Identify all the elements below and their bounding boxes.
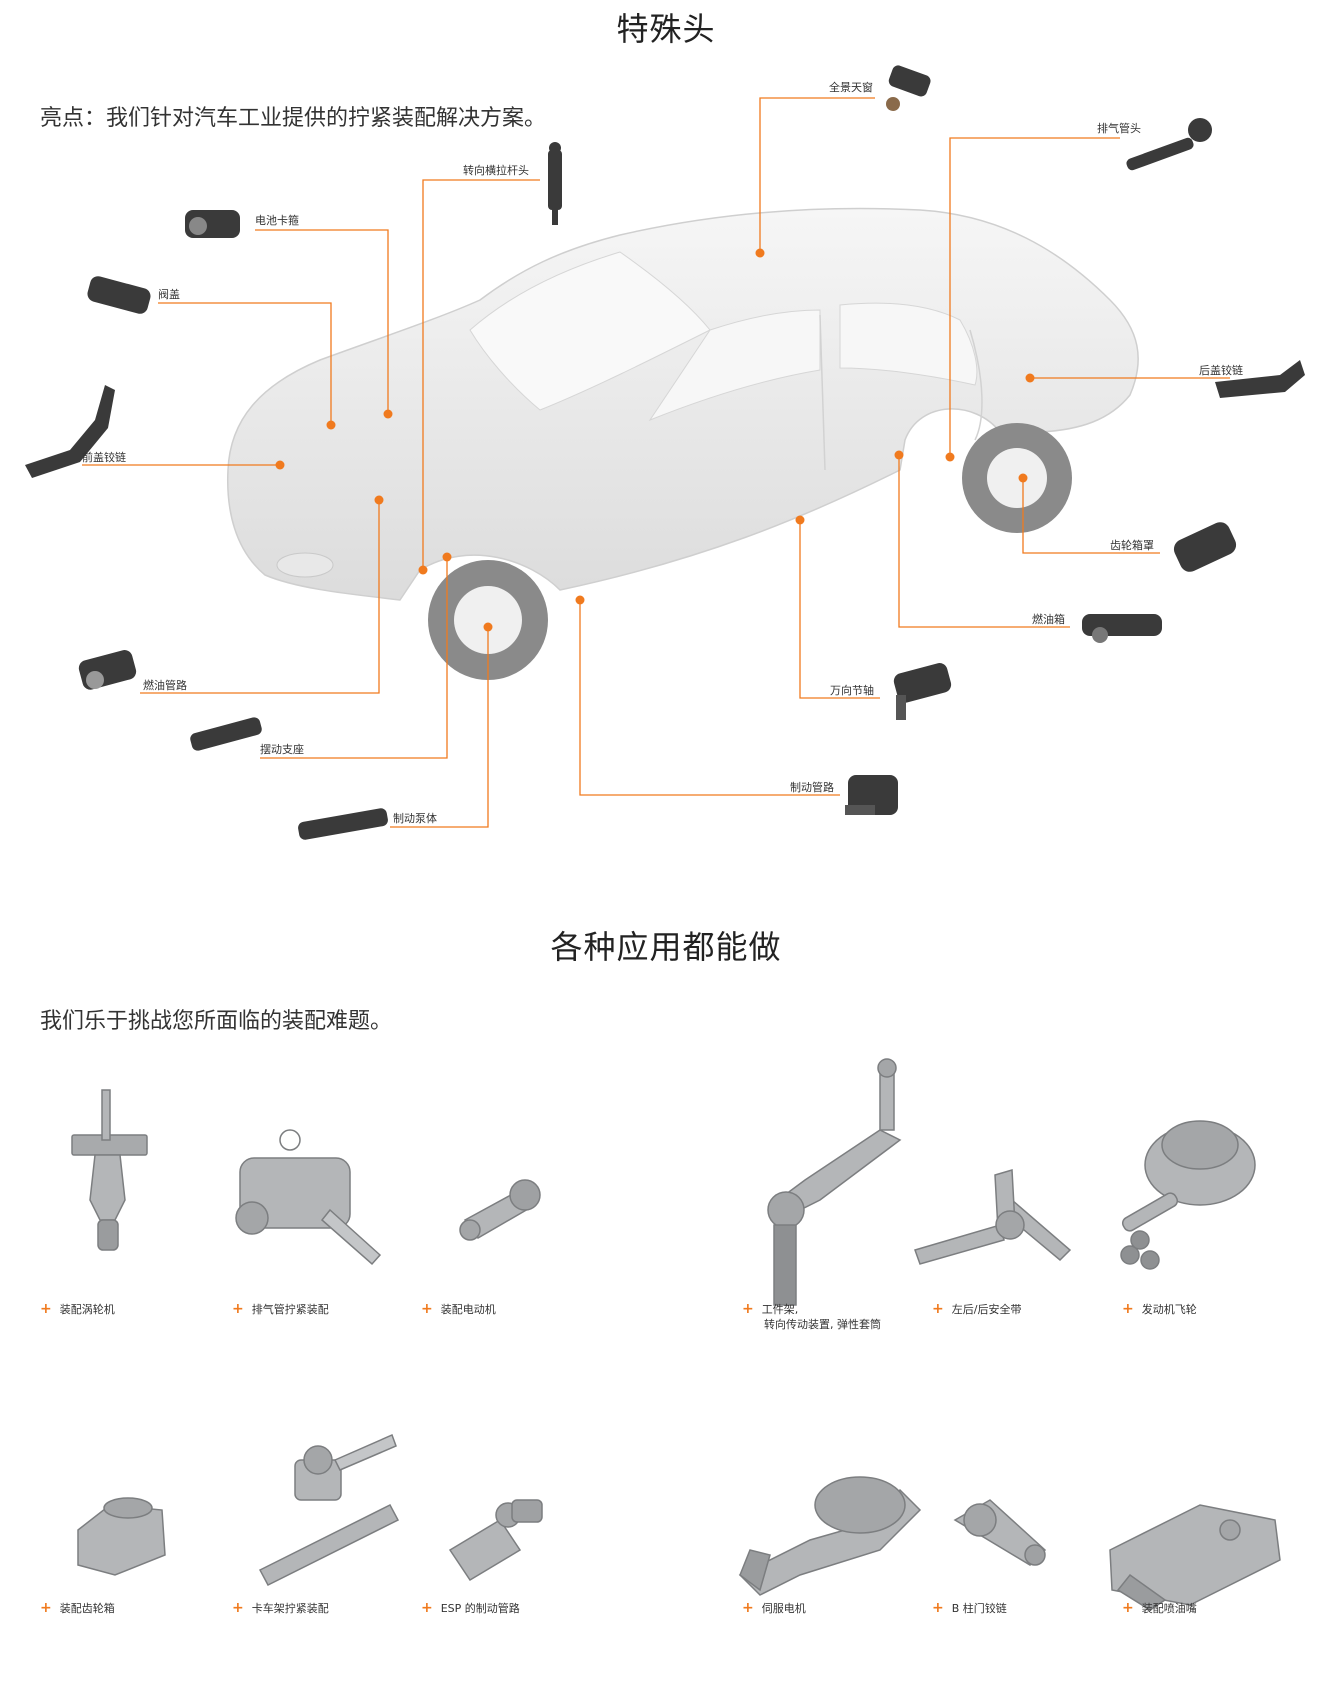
caption-workpiece-holder: +工件架,转向传动装置, 弹性套筒 bbox=[742, 1301, 881, 1332]
label-trunk-hinge: 后盖铰链 bbox=[1199, 364, 1243, 377]
tool-motor-icon bbox=[459, 1179, 541, 1241]
tool-seatbelt-icon bbox=[914, 1169, 1072, 1265]
label-universal-joint: 万向节轴 bbox=[830, 684, 874, 697]
application-illustrations bbox=[71, 1058, 1281, 1611]
caption-injector: +装配喷油嘴 bbox=[1122, 1600, 1197, 1616]
label-fuel-tank: 燃油箱 bbox=[1032, 613, 1065, 626]
plus-icon: + bbox=[40, 1600, 52, 1616]
label-hood-hinge: 前盖铰链 bbox=[82, 451, 126, 464]
part-swing-mount-icon bbox=[190, 717, 262, 751]
car-illustration bbox=[25, 65, 1305, 840]
plus-icon: + bbox=[1122, 1600, 1134, 1616]
caption-turbine: +装配涡轮机 bbox=[40, 1301, 115, 1317]
plus-icon: + bbox=[421, 1600, 433, 1616]
tool-gearbox-icon bbox=[77, 1497, 166, 1576]
leader-dots bbox=[275, 248, 1035, 632]
label-panorama: 全景天窗 bbox=[829, 81, 873, 94]
part-brake-pump-icon bbox=[298, 808, 388, 840]
caption-gearbox: +装配齿轮箱 bbox=[40, 1600, 115, 1616]
label-tie-rod: 转向横拉杆头 bbox=[463, 164, 529, 177]
part-battery-clamp-icon bbox=[185, 210, 240, 238]
tool-turbine-icon bbox=[71, 1089, 148, 1251]
label-brake-line: 制动管路 bbox=[790, 781, 834, 794]
plus-icon: + bbox=[40, 1301, 52, 1317]
tool-esp-brake-icon bbox=[448, 1499, 543, 1582]
label-fuel-line: 燃油管路 bbox=[143, 679, 187, 692]
tool-exhaust-icon bbox=[235, 1129, 382, 1266]
caption-b-pillar-hinge: +B 柱门铰链 bbox=[932, 1600, 1007, 1616]
caption-motor: +装配电动机 bbox=[421, 1301, 496, 1317]
car-rear-window bbox=[839, 302, 978, 386]
part-panorama-icon bbox=[886, 65, 931, 111]
caption-servo-motor: +伺服电机 bbox=[742, 1600, 806, 1616]
caption-truck-frame: +卡车架拧紧装配 bbox=[232, 1600, 329, 1616]
plus-icon: + bbox=[742, 1600, 754, 1616]
car-front-window bbox=[648, 309, 821, 422]
tool-truck-frame-icon bbox=[258, 1433, 400, 1586]
tool-servo-motor-icon bbox=[738, 1476, 922, 1596]
part-hood-hinge-icon bbox=[25, 385, 115, 478]
label-battery-clamp: 电池卡箍 bbox=[255, 214, 299, 227]
section-intro-applications: 我们乐于挑战您所面临的装配难题。 bbox=[40, 1009, 393, 1034]
leader-lines bbox=[82, 97, 1230, 828]
section-title-applications: 各种应用都能做 bbox=[550, 928, 782, 966]
plus-icon: + bbox=[932, 1301, 944, 1317]
tool-b-pillar-hinge-icon bbox=[953, 1499, 1047, 1566]
label-swing-mount: 摆动支座 bbox=[260, 743, 304, 756]
part-exhaust-head-icon bbox=[1126, 118, 1212, 171]
caption-flywheel: +发动机飞轮 bbox=[1122, 1301, 1197, 1317]
tool-flywheel-icon bbox=[1120, 1120, 1256, 1270]
label-exhaust-head: 排气管头 bbox=[1097, 122, 1141, 135]
part-universal-joint-icon bbox=[893, 663, 952, 720]
caption-esp-brake: +ESP 的制动管路 bbox=[421, 1600, 520, 1616]
plus-icon: + bbox=[232, 1301, 244, 1317]
caption-seatbelt: +左后/后安全带 bbox=[932, 1301, 1022, 1317]
section-title-special-heads: 特殊头 bbox=[616, 10, 716, 48]
part-fuel-line-icon bbox=[78, 650, 137, 690]
label-brake-pump: 制动泵体 bbox=[393, 812, 437, 825]
label-valve-cover: 阀盖 bbox=[158, 288, 180, 301]
plus-icon: + bbox=[421, 1301, 433, 1317]
caption-exhaust: +排气管拧紧装配 bbox=[232, 1301, 329, 1317]
label-gearbox-cover: 齿轮箱罩 bbox=[1110, 539, 1154, 552]
part-gearbox-cover-icon bbox=[1173, 522, 1237, 572]
part-tie-rod-icon bbox=[548, 142, 562, 225]
part-fuel-tank-icon bbox=[1082, 614, 1162, 643]
plus-icon: + bbox=[232, 1600, 244, 1616]
tool-injector-icon bbox=[1109, 1504, 1281, 1611]
part-brake-line-icon bbox=[845, 775, 898, 815]
plus-icon: + bbox=[742, 1301, 754, 1317]
section-intro-special-heads: 亮点：我们针对汽车工业提供的拧紧装配解决方案。 bbox=[40, 106, 547, 131]
tool-workpiece-holder-icon bbox=[767, 1058, 902, 1306]
plus-icon: + bbox=[1122, 1301, 1134, 1317]
part-thumbnails bbox=[25, 65, 1305, 840]
plus-icon: + bbox=[932, 1600, 944, 1616]
part-valve-cover-icon bbox=[87, 276, 151, 314]
part-trunk-hinge-icon bbox=[1215, 360, 1305, 398]
